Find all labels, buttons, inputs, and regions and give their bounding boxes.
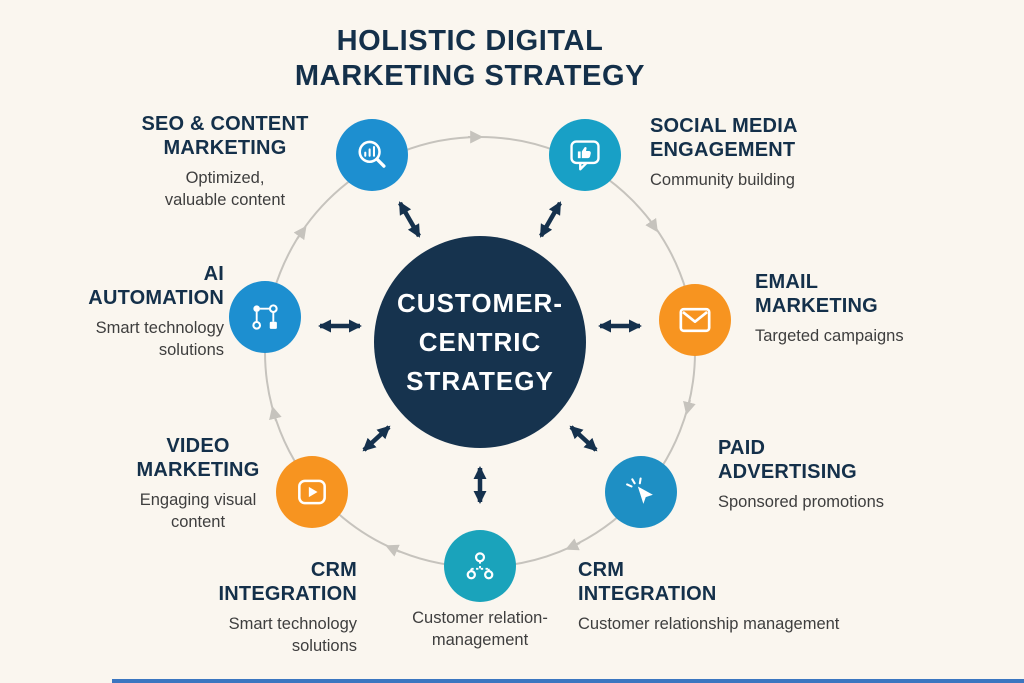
flowchart-icon	[252, 304, 278, 330]
video-heading: VIDEO MARKETING	[136, 435, 260, 482]
video-node	[276, 456, 348, 528]
diagram-title: HOLISTIC DIGITAL MARKETING STRATEGY	[294, 25, 646, 93]
paid-caption: Sponsored promotions	[718, 492, 885, 511]
social-caption: Community building	[650, 170, 795, 189]
email-caption: Targeted campaigns	[755, 326, 904, 345]
ai-heading: AI AUTOMATION	[88, 263, 224, 310]
bottom-accent-bar	[112, 679, 1024, 683]
ai-label: AI AUTOMATION Smart technology solutions	[30, 262, 224, 362]
crm-left-caption: Smart technology solutions	[228, 614, 357, 655]
seo-caption: Optimized, valuable content	[164, 168, 286, 209]
paid-node	[605, 456, 677, 528]
social-heading: SOCIAL MEDIA ENGAGEMENT	[650, 115, 798, 162]
seo-heading: SEO & CONTENT MARKETING	[141, 113, 309, 160]
paid-label: PAID ADVERTISING Sponsored promotions	[718, 436, 968, 514]
ai-node	[229, 281, 301, 353]
video-label: VIDEO MARKETING Engaging visual content	[103, 434, 293, 534]
play-video-icon	[298, 479, 326, 505]
center-node-label: CUSTOMER- CENTRIC STRATEGY	[397, 287, 563, 396]
email-heading: EMAIL MARKETING	[755, 271, 878, 318]
social-node	[549, 119, 621, 191]
email-node	[659, 284, 731, 356]
cursor-click-icon	[626, 477, 653, 504]
seo-node	[336, 119, 408, 191]
email-label: EMAIL MARKETING Targeted campaigns	[755, 270, 985, 348]
magnifier-analytics-icon	[358, 140, 386, 168]
seo-label: SEO & CONTENT MARKETING Optimized, valua…	[110, 112, 340, 212]
org-chart-icon	[466, 552, 494, 580]
video-caption: Engaging visual content	[139, 490, 257, 531]
crm-right-label: CRM INTEGRATION Customer relationship ma…	[578, 558, 888, 636]
crm-center-caption: Customer relation- management	[412, 609, 548, 649]
crm-center-caption-block: Customer relation- management	[385, 608, 575, 652]
crm-node	[444, 530, 516, 602]
envelope-icon	[679, 307, 711, 333]
paid-heading: PAID ADVERTISING	[718, 437, 857, 484]
ai-caption: Smart technology solutions	[95, 318, 224, 359]
center-node: CUSTOMER- CENTRIC STRATEGY	[374, 236, 586, 448]
crm-left-label: CRM INTEGRATION Smart technology solutio…	[157, 558, 358, 658]
crm-left-heading: CRM INTEGRATION	[218, 559, 357, 606]
social-label: SOCIAL MEDIA ENGAGEMENT Community buildi…	[650, 114, 920, 192]
crm-right-caption: Customer relationship management	[578, 614, 840, 633]
thumbsup-speech-bubble-icon	[570, 140, 600, 171]
crm-right-heading: CRM INTEGRATION	[578, 559, 717, 606]
